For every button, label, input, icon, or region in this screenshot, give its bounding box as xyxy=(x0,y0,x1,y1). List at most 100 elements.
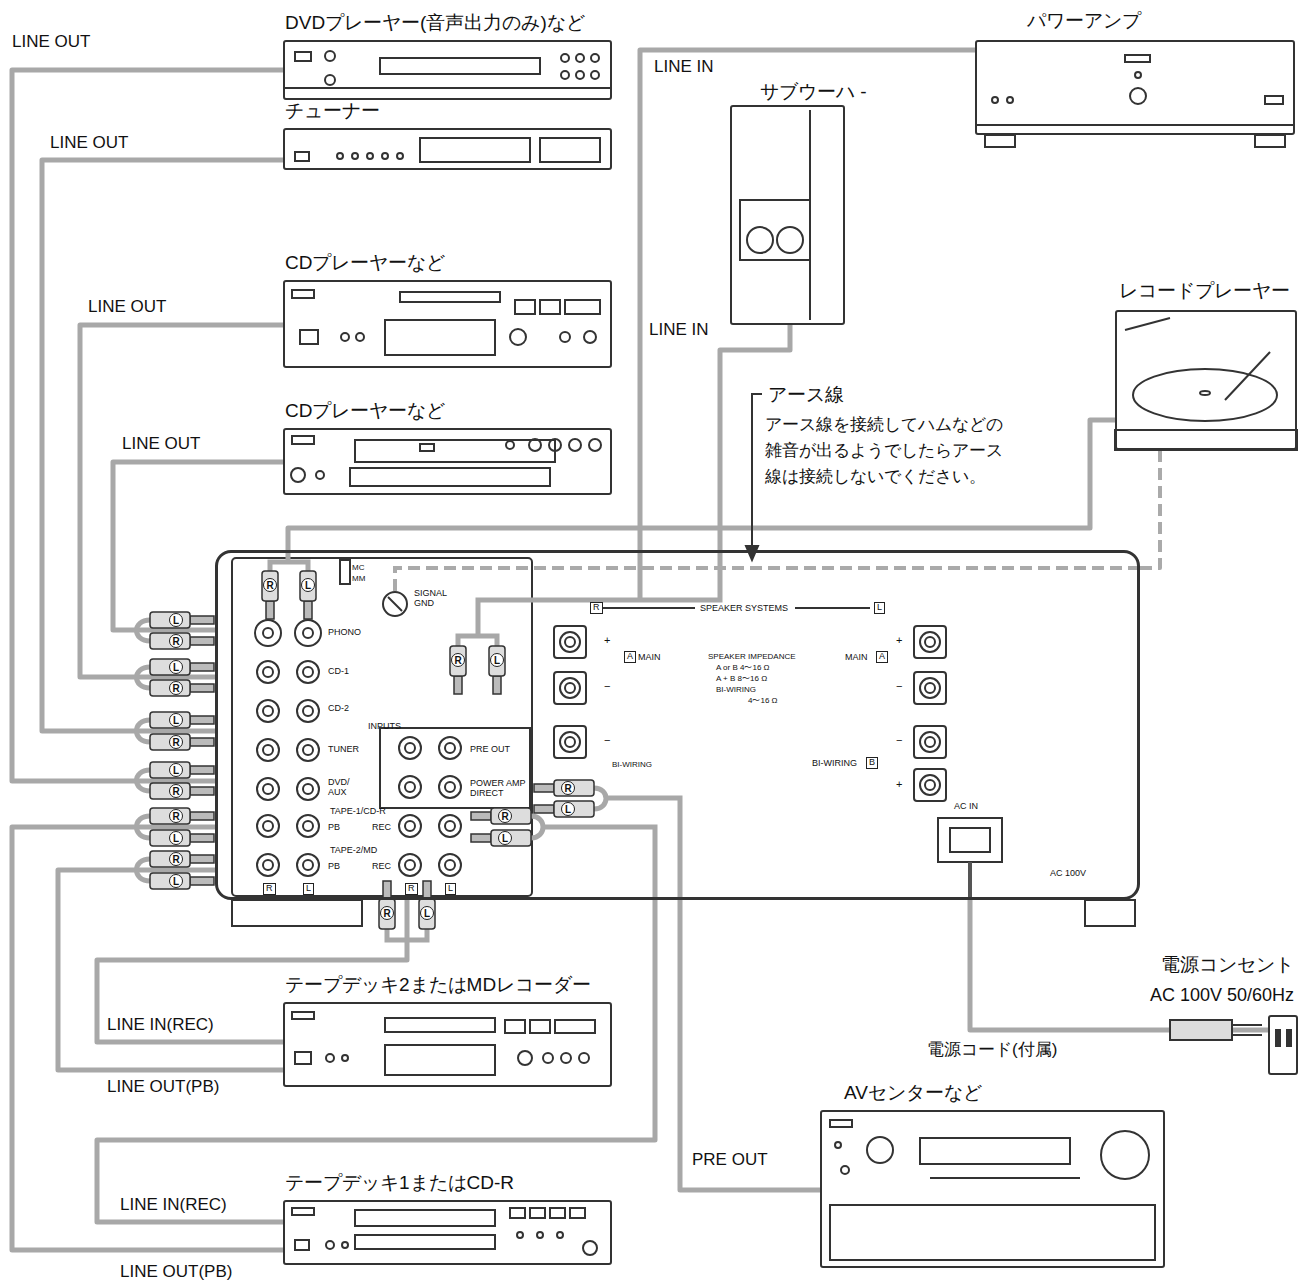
plug-letter: L xyxy=(169,713,183,727)
panel-label: REC xyxy=(372,861,391,871)
cable-label: LINE OUT(PB) xyxy=(118,1262,234,1282)
cable-label: LINE IN xyxy=(647,320,711,340)
channel-mark: R xyxy=(405,883,418,895)
rca-plug xyxy=(150,734,214,750)
rca-jack xyxy=(297,815,319,837)
rca-plug xyxy=(379,881,395,929)
panel-label: − xyxy=(604,680,610,693)
device-label: テープデッキ1またはCD-R xyxy=(285,1172,514,1194)
device-label: AVセンターなど xyxy=(844,1082,982,1104)
rca-jack xyxy=(297,739,319,761)
panel-details xyxy=(232,558,1135,926)
channel-mark: L xyxy=(874,602,885,614)
device-label: チューナー xyxy=(285,100,380,122)
device-label: サブウーハ - xyxy=(760,81,867,103)
rca-plug xyxy=(150,851,214,867)
dvd-details xyxy=(283,51,612,88)
panel-label: INPUTS xyxy=(368,721,401,731)
tape-deck: テープデッキ2またはMDレコーダー xyxy=(283,1002,612,1087)
audio-cable xyxy=(288,420,1115,550)
rca-jack xyxy=(257,778,279,800)
plug-letter: R xyxy=(169,809,183,823)
cable-label: LINE OUT xyxy=(120,434,202,454)
device-label: レコードプレーヤー xyxy=(1119,280,1290,302)
channel-mark: L xyxy=(445,883,456,895)
subwoofer-details xyxy=(740,110,810,320)
panel-label: AC 100V xyxy=(1050,868,1086,878)
rca-jack xyxy=(297,778,319,800)
cd-player-details xyxy=(291,436,601,486)
plug-letter: R xyxy=(561,781,575,795)
plug-letter: L xyxy=(420,906,434,920)
audio-cable xyxy=(80,325,283,677)
channel-mark: A xyxy=(876,651,888,663)
cable-label: LINE OUT xyxy=(10,32,92,52)
plug-letter: R xyxy=(169,735,183,749)
panel-label: TAPE-1/CD-R xyxy=(330,806,386,816)
leader-arrow xyxy=(746,546,758,560)
plug-letter: L xyxy=(490,653,504,667)
channel-mark: B xyxy=(866,757,878,769)
rca-jack xyxy=(439,854,461,876)
device-label: CDプレーヤーなど xyxy=(285,400,445,422)
av-receiver: AVセンターなど xyxy=(820,1110,1165,1268)
audio-cable xyxy=(720,325,790,550)
device-label: テープデッキ2またはMDレコーダー xyxy=(285,974,591,996)
tape-deck-details xyxy=(292,1208,597,1255)
rca-jack xyxy=(297,661,319,683)
panel-label: − xyxy=(896,734,902,747)
plug-letter: R xyxy=(498,809,512,823)
panel-label: + xyxy=(896,634,902,647)
rca-plug xyxy=(150,830,214,846)
panel-label: TUNER xyxy=(328,744,359,754)
plug-letter: R xyxy=(451,653,465,667)
panel-label: 4〜16 Ω xyxy=(748,696,778,705)
speaker-terminal xyxy=(914,626,946,658)
plug-letter: R xyxy=(169,852,183,866)
tuner-details xyxy=(295,138,600,162)
speaker-terminal xyxy=(914,672,946,704)
rca-jack xyxy=(439,776,461,798)
rca-jack xyxy=(295,620,321,646)
panel-label: A or B 4〜16 Ω xyxy=(716,663,770,672)
panel-label: REC xyxy=(372,822,391,832)
audio-cable xyxy=(97,900,655,1222)
plug-letter: R xyxy=(169,634,183,648)
leader-line xyxy=(752,394,762,548)
audio-cable xyxy=(113,462,283,630)
panel-label: BI-WIRING xyxy=(612,760,652,769)
callout-note: アース線を接続してハムなどの 雑音が出るようでしたらアース 線は接続しないでくだ… xyxy=(765,412,1015,490)
cable-label: LINE IN(REC) xyxy=(105,1015,216,1035)
rca-plug xyxy=(471,808,531,824)
turntable-details xyxy=(1115,318,1297,450)
plug-letter: L xyxy=(561,802,575,816)
rca-jack xyxy=(257,700,279,722)
panel-label: − xyxy=(604,734,610,747)
device-label: 電源コンセント xyxy=(1161,954,1294,976)
rca-plug xyxy=(150,712,214,728)
panel-label: POWER AMP DIRECT xyxy=(470,778,530,799)
rca-plug xyxy=(150,633,214,649)
rca-plug xyxy=(150,659,214,675)
speaker-terminal xyxy=(914,769,946,801)
rca-jack xyxy=(255,620,281,646)
cd-player: CDプレーヤーなど xyxy=(283,280,612,368)
panel-label: PHONO xyxy=(328,627,361,637)
plug-letter: L xyxy=(301,578,315,592)
channel-mark: R xyxy=(590,602,603,614)
rca-plug xyxy=(150,783,214,799)
record-player: レコードプレーヤー xyxy=(1115,310,1297,450)
audio-cable xyxy=(12,70,283,781)
plug-letter: R xyxy=(380,906,394,920)
rca-jack xyxy=(399,737,421,759)
panel-label: SIGNAL GND xyxy=(414,588,456,609)
rca-jack xyxy=(439,815,461,837)
device-label: AC 100V 50/60Hz xyxy=(1150,985,1294,1006)
device-label: パワーアンプ xyxy=(1027,10,1141,32)
rca-plug xyxy=(150,808,214,824)
rca-jack xyxy=(297,854,319,876)
cable-label: LINE IN xyxy=(652,57,716,77)
channel-mark: R xyxy=(263,883,276,895)
rca-plug xyxy=(300,571,316,619)
cable-label: LINE OUT xyxy=(48,133,130,153)
